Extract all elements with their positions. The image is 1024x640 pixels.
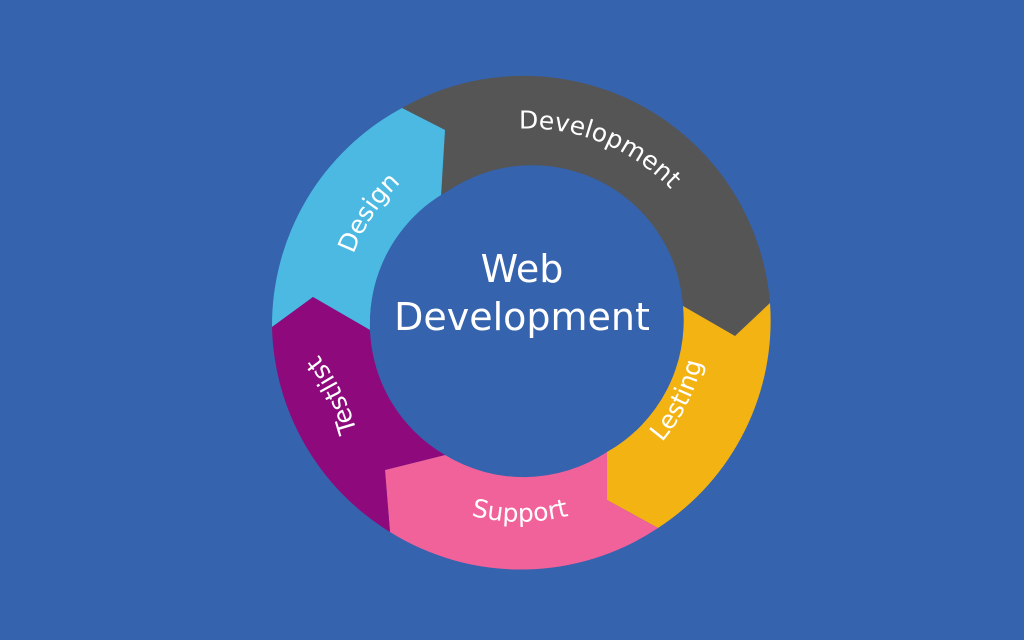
center-title-line1: Web [480,247,564,291]
segment-testing [607,303,771,528]
segment-testlist [272,297,445,532]
segment-label-support: Support [470,493,571,528]
center-title-line2: Development [394,295,650,339]
segment-design [271,108,445,330]
center-circle [370,172,672,474]
segment-development [402,75,770,336]
segment-support [385,452,658,570]
center-title: Web Development [371,245,673,341]
